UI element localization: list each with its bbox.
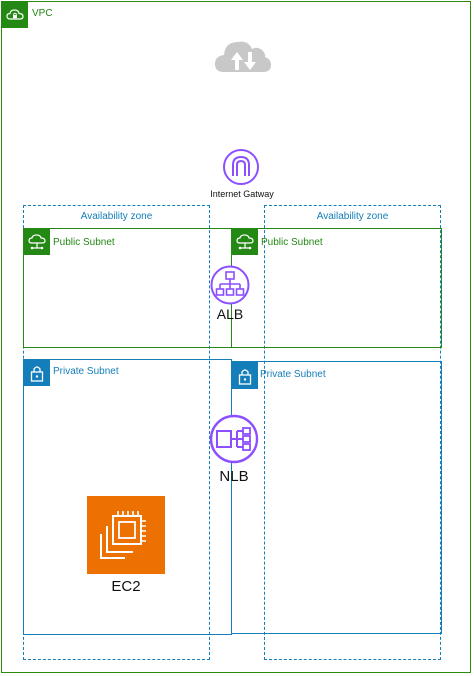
ec2-label: EC2 bbox=[111, 578, 141, 595]
public-subnet-2-label: Public Subnet bbox=[261, 237, 323, 248]
private-subnet-1-label: Private Subnet bbox=[53, 366, 119, 377]
public-subnet-icon bbox=[23, 228, 50, 255]
internet-gateway-icon bbox=[222, 148, 260, 186]
availability-zone-2 bbox=[264, 205, 441, 660]
vpc-label: VPC bbox=[32, 8, 53, 19]
private-subnet-2 bbox=[231, 361, 442, 634]
public-subnet-icon bbox=[231, 228, 258, 255]
availability-zone-2-label: Availability zone bbox=[316, 211, 389, 222]
private-subnet-lock-icon bbox=[23, 359, 50, 386]
availability-zone-1-label: Availability zone bbox=[80, 211, 153, 222]
ec2-chip-icon[interactable] bbox=[87, 496, 165, 574]
private-subnet-2-label: Private Subnet bbox=[260, 369, 326, 380]
alb-icon[interactable] bbox=[210, 265, 250, 305]
nlb-label: NLB bbox=[219, 468, 249, 485]
nlb-icon[interactable] bbox=[209, 414, 259, 464]
cloud-updown-icon bbox=[214, 36, 272, 76]
internet-gateway-label: Internet Gatway bbox=[210, 189, 274, 199]
private-subnet-lock-icon bbox=[231, 362, 258, 389]
vpc-lock-icon bbox=[1, 1, 28, 28]
public-subnet-1-label: Public Subnet bbox=[53, 237, 115, 248]
alb-label: ALB bbox=[216, 306, 244, 322]
